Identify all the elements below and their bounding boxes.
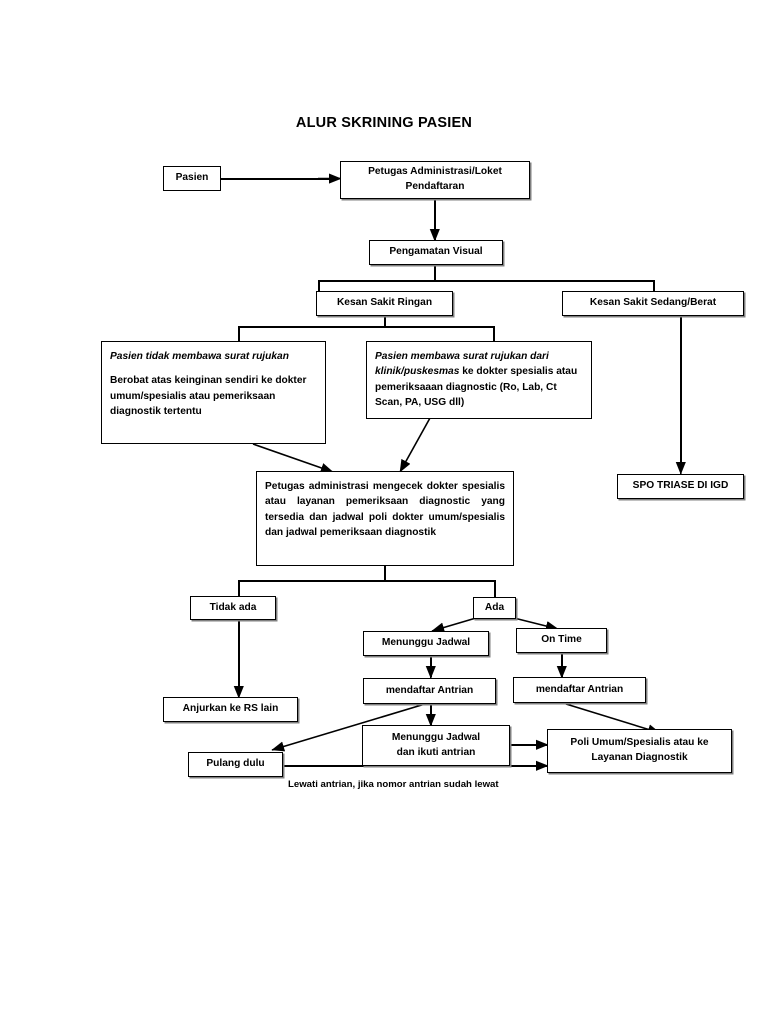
connector-petugas-to-pengamatan: [434, 198, 436, 240]
connector-bus-to-sedang: [653, 280, 655, 292]
connector-ringan-down: [384, 315, 386, 327]
node-tidak-ada[interactable]: Tidak ada: [190, 596, 276, 620]
poli-umum-line-2: Layanan Diagnostik: [591, 752, 688, 763]
connector-pengamatan-down: [434, 264, 436, 281]
connector-sedang-to-spo: [680, 315, 682, 470]
node-pasien-dengan-rujukan[interactable]: Pasien membawa surat rujukan dari klinik…: [366, 341, 592, 419]
page-title: ALUR SKRINING PASIEN: [295, 115, 473, 131]
node-menunggu-jadwal[interactable]: Menunggu Jadwal: [363, 631, 489, 656]
node-pasien[interactable]: Pasien: [163, 166, 221, 191]
menunggu-ikuti-line-2: dan ikuti antrian: [396, 746, 476, 758]
node-mendaftar-antrian-kanan[interactable]: mendaftar Antrian: [513, 677, 646, 703]
node-mendaftar-antrian-kiri[interactable]: mendaftar Antrian: [363, 678, 496, 704]
node-kesan-sakit-sedang-berat[interactable]: Kesan Sakit Sedang/Berat: [562, 291, 744, 316]
node-cek-dokter-jadwal[interactable]: Petugas administrasi mengecek dokter spe…: [256, 471, 514, 566]
node-pasien-tanpa-rujukan[interactable]: Pasien tidak membawa surat rujukan Berob…: [101, 341, 326, 444]
connector-cek-bus: [238, 580, 496, 582]
connector-bus-to-ringan: [318, 280, 320, 292]
connector-menunggu-to-mendaftar-kiri: [430, 656, 432, 677]
connector-tidakada-to-anjurkan: [238, 620, 240, 696]
caption-lewati-antrian: Lewati antrian, jika nomor antrian sudah…: [288, 779, 499, 790]
connector-bus-to-tidak-ada: [238, 580, 240, 596]
node-pengamatan-visual[interactable]: Pengamatan Visual: [369, 240, 503, 265]
connector-level2-bus: [318, 280, 654, 282]
tanpa-rujukan-bold-text: Berobat atas keinginan sendiri ke dokter…: [110, 375, 307, 417]
spacer: [110, 364, 317, 373]
node-on-time[interactable]: On Time: [516, 628, 607, 653]
poli-umum-line-1: Poli Umum/Spesialis atau ke: [570, 737, 709, 749]
connector-bus-to-ada: [494, 580, 496, 598]
connector-ringan-bus: [238, 326, 494, 328]
dengan-rujukan-bold-text: ke dokter spesialis atau pemeriksaaan di…: [375, 366, 578, 408]
connector-mendaftar-to-menunggu-ikuti: [430, 704, 432, 725]
tanpa-rujukan-italic-text: Pasien tidak membawa surat rujukan: [110, 351, 289, 362]
node-kesan-sakit-ringan[interactable]: Kesan Sakit Ringan: [316, 291, 453, 316]
connector-pasien-to-petugas: [220, 178, 332, 180]
connector-cek-down: [384, 566, 386, 581]
node-spo-triase-igd[interactable]: SPO TRIASE DI IGD: [617, 474, 744, 499]
node-menunggu-jadwal-ikuti-antrian[interactable]: Menunggu Jadwal dan ikuti antrian: [362, 725, 510, 766]
dengan-rujukan-italic-text: Pasien membawa surat rujukan dari klinik…: [375, 351, 549, 378]
node-ada[interactable]: Ada: [473, 597, 516, 619]
menunggu-ikuti-line-1: Menunggu Jadwal: [391, 731, 481, 743]
node-petugas-loket[interactable]: Petugas Administrasi/Loket Pendaftaran: [340, 161, 530, 199]
node-anjurkan-ke-rs-lain[interactable]: Anjurkan ke RS lain: [163, 697, 298, 722]
connector-ontime-to-mendaftar-kanan: [561, 653, 563, 677]
node-poli-umum-spesialis[interactable]: Poli Umum/Spesialis atau ke Layanan Diag…: [547, 729, 732, 773]
connector-bus-to-dengan-rujukan: [493, 326, 495, 342]
connector-bus-to-tanpa-rujukan: [238, 326, 240, 342]
connector-menunggu-ikuti-to-poli: [510, 744, 547, 746]
node-pulang-dulu[interactable]: Pulang dulu: [188, 752, 283, 777]
